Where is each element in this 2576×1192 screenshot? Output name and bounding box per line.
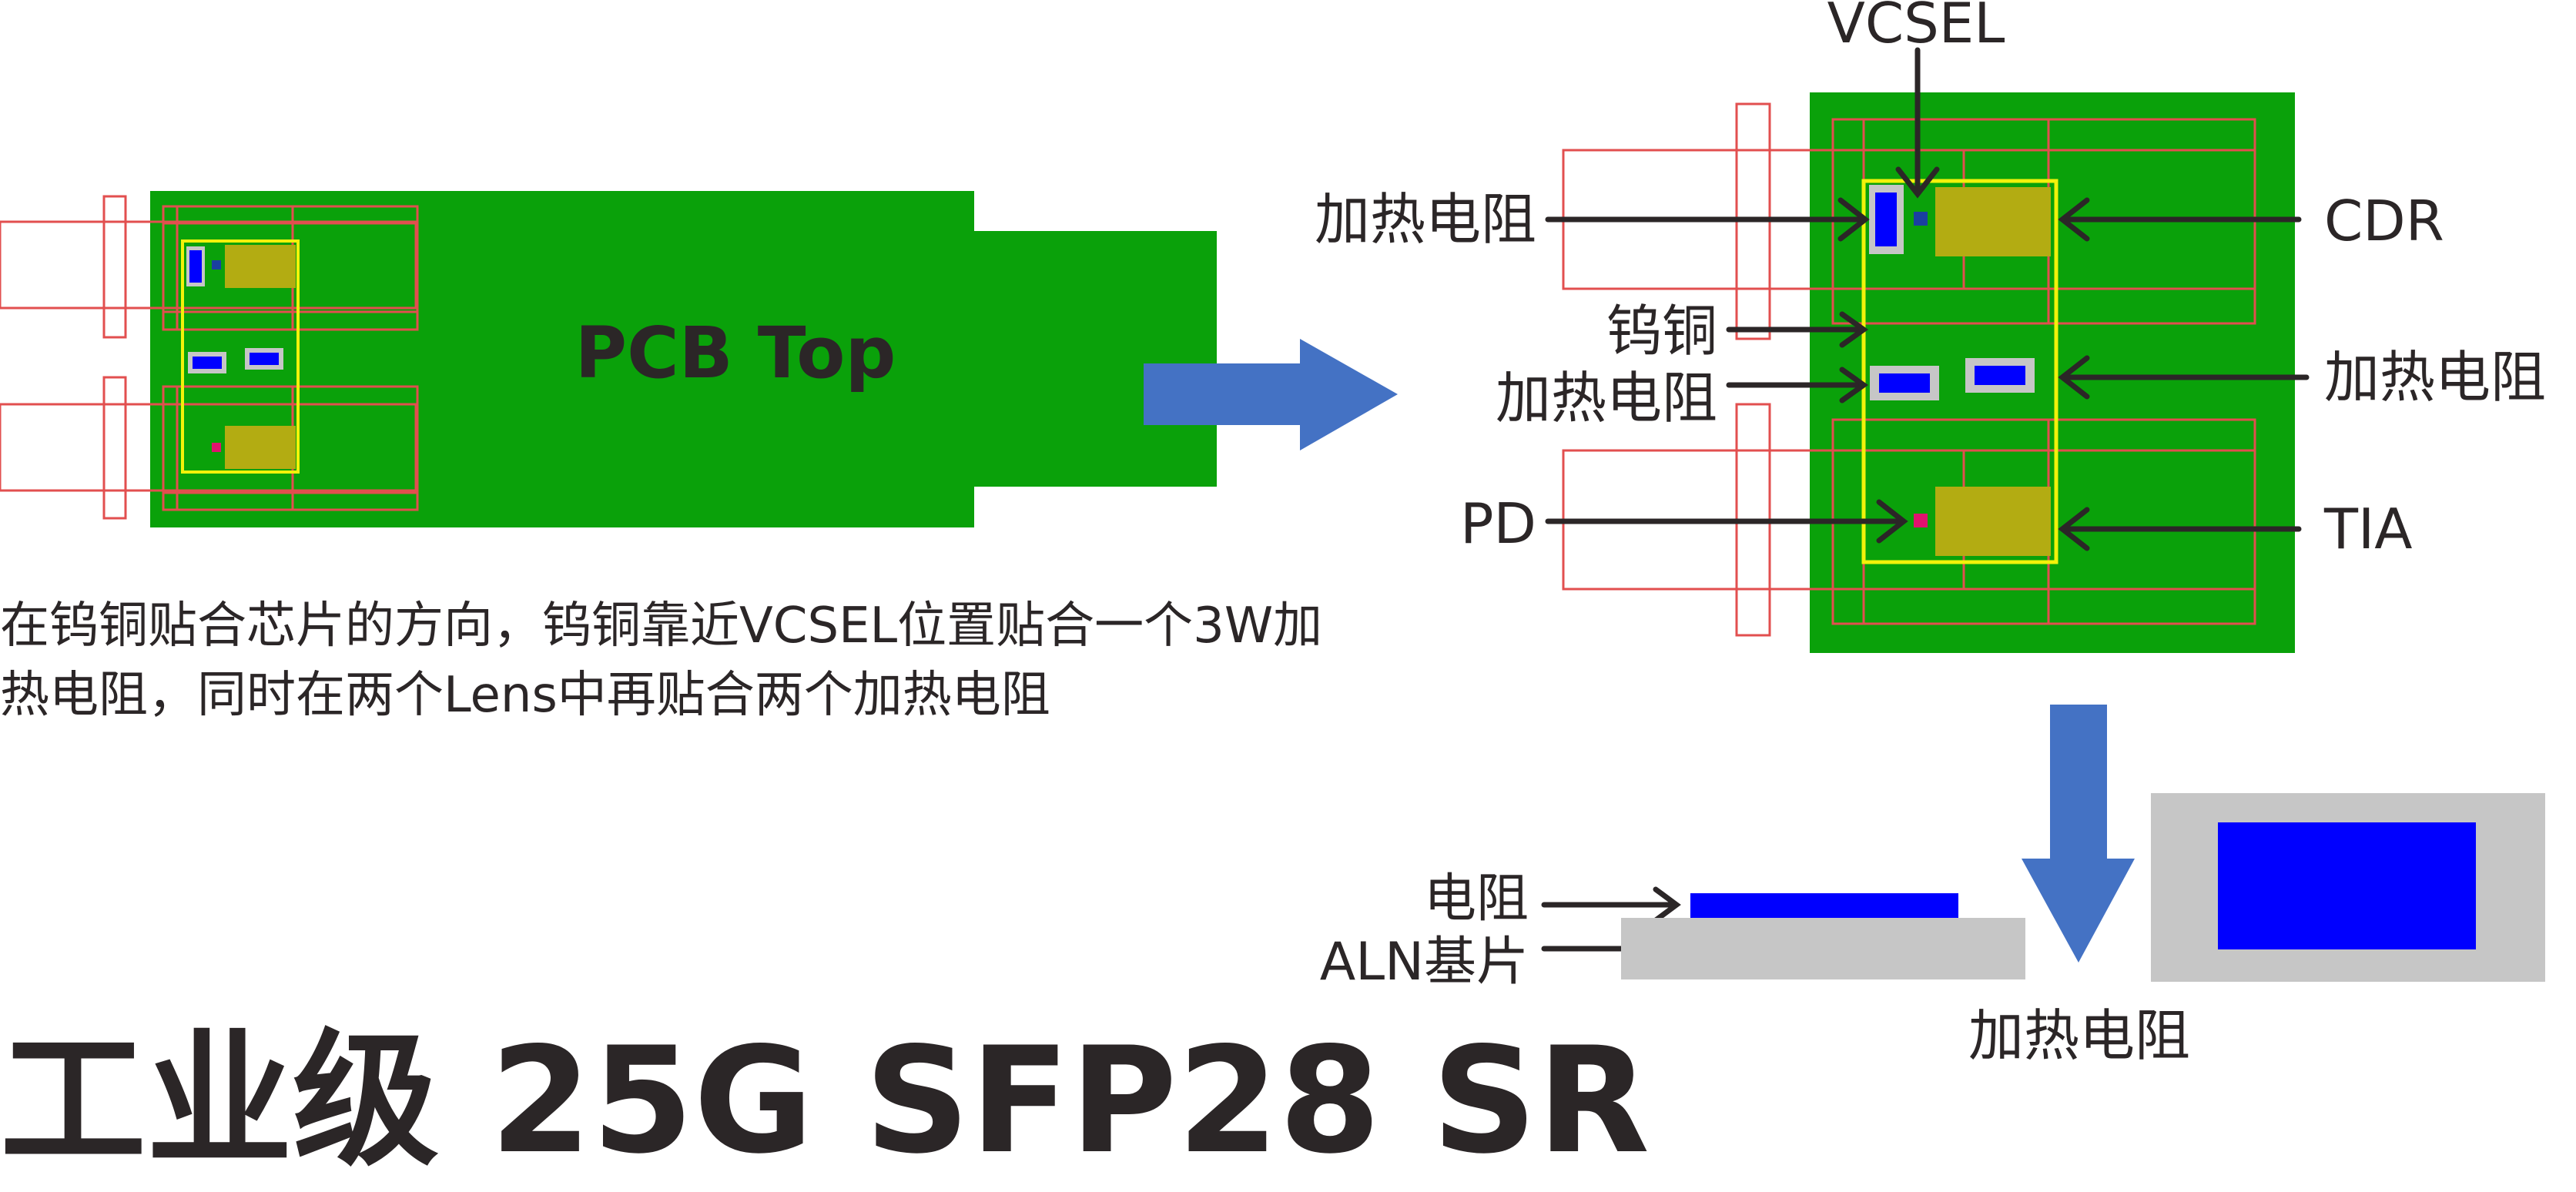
heater-top-view [2151, 793, 2545, 982]
resistor-film [1690, 893, 1958, 918]
down-arrow [2022, 705, 2135, 963]
heater-resistor-mid-2-core [250, 353, 279, 365]
pcb-top-view: PCB Top [0, 191, 1217, 527]
right-arrow [1144, 339, 1398, 450]
zoom-view [1562, 92, 2295, 653]
zoom-tungsten-copper-outline [1861, 179, 2058, 564]
label-pd: PD [1460, 491, 1536, 556]
callout-arrows [1541, 47, 2310, 967]
zoom-heater-mid-left-core [1879, 373, 1930, 393]
zoom-heater-mid-right-core [1975, 366, 2025, 385]
description-text: 在钨铜贴合芯片的方向，钨铜靠近VCSEL位置贴合一个3W加热电阻，同时在两个Le… [0, 598, 1323, 724]
vcsel-die [212, 260, 221, 270]
label-heater-bottom: 加热电阻 [1968, 1003, 2190, 1068]
label-vcsel: VCSEL [1827, 0, 2005, 55]
label-heater-top-left: 加热电阻 [1315, 187, 1536, 252]
zoom-tia-chip [1935, 487, 2051, 556]
heater-film [2218, 822, 2476, 949]
tia-chip [225, 426, 296, 469]
label-tia: TIA [2323, 497, 2412, 561]
label-cdr: CDR [2324, 189, 2444, 253]
cdr-chip [225, 245, 296, 288]
tungsten-copper-outline [181, 239, 300, 474]
cross-section-labels: 电阻 ALN基片 加热电阻 [1320, 869, 2190, 1068]
zoom-pd-die [1914, 514, 1928, 527]
zoom-labels: VCSEL 加热电阻 CDR 钨铜 加热电阻 加热电阻 PD TIA [1315, 0, 2546, 561]
page-title: 工业级 25G SFP28 SR [0, 1016, 1650, 1186]
heater-resistor-top-core [189, 250, 202, 283]
cross-section [1621, 893, 2025, 979]
heater-resistor-mid-1-core [193, 357, 222, 369]
label-resistor: 电阻 [1424, 869, 1529, 929]
zoom-heater-top-core [1875, 193, 1897, 246]
label-tungsten-copper: 钨铜 [1606, 299, 1717, 363]
label-heater-middle-right: 加热电阻 [2324, 345, 2546, 410]
label-heater-middle-left: 加热电阻 [1496, 366, 1717, 430]
zoom-cdr-chip [1935, 187, 2051, 256]
pcb-top-label: PCB Top [575, 312, 896, 394]
aln-substrate [1621, 918, 2025, 979]
pd-die [212, 443, 221, 452]
label-aln-substrate: ALN基片 [1320, 932, 1529, 993]
lens-outline-top [0, 195, 419, 339]
zoom-vcsel-die [1914, 212, 1928, 226]
